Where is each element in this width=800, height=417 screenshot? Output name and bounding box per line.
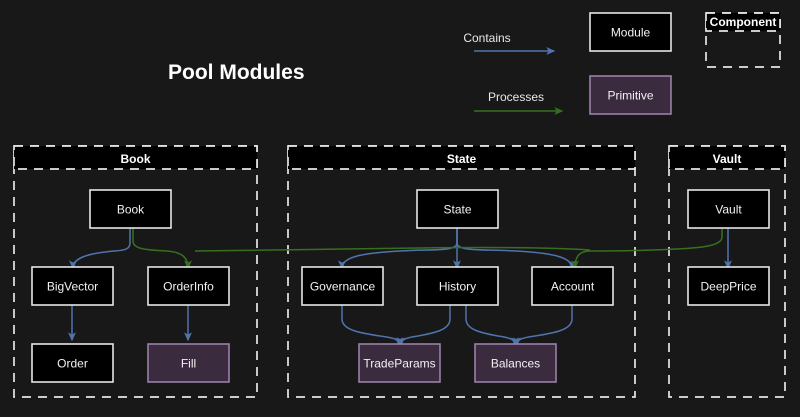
edge-history-balances xyxy=(465,305,519,347)
node-state-box[interactable] xyxy=(416,189,499,229)
group-state-frame xyxy=(287,145,636,398)
legend-contains-label: Contains xyxy=(463,31,510,45)
edge-account-balances xyxy=(513,305,573,347)
node-deepprice[interactable]: DeepPrice xyxy=(687,266,770,306)
node-fill-label: Fill xyxy=(181,357,196,371)
legend-component-header xyxy=(705,12,781,32)
group-state: State xyxy=(287,145,636,398)
node-deepprice-box[interactable] xyxy=(687,266,770,306)
group-vault: Vault xyxy=(668,145,786,398)
node-state[interactable]: State xyxy=(416,189,499,229)
node-account-label: Account xyxy=(551,280,595,294)
node-book-label: Book xyxy=(117,203,145,217)
group-vault-header xyxy=(668,145,786,170)
node-book-box[interactable] xyxy=(89,189,172,229)
node-bigvector-box[interactable] xyxy=(31,266,114,306)
legend-processes: Processes xyxy=(474,90,564,115)
legend-module-box xyxy=(589,12,672,52)
edge-book-bigvector xyxy=(69,228,131,270)
edge-book-orderinfo xyxy=(132,228,192,270)
node-history-label: History xyxy=(439,280,476,294)
node-deepprice-label: DeepPrice xyxy=(700,280,756,294)
node-account-box[interactable] xyxy=(531,266,614,306)
edge-processes-passthrough xyxy=(194,246,591,252)
node-tradeparams-box[interactable] xyxy=(358,343,441,383)
group-vault-frame xyxy=(668,145,786,398)
group-book-frame xyxy=(13,145,258,398)
node-governance-label: Governance xyxy=(310,280,376,294)
node-fill[interactable]: Fill xyxy=(147,343,230,383)
legend-primitive: Primitive xyxy=(589,75,672,115)
node-vault-box[interactable] xyxy=(687,189,770,229)
legend-component-label: Component xyxy=(710,15,777,29)
node-orderinfo-box[interactable] xyxy=(147,266,230,306)
legend-module-label: Module xyxy=(611,26,651,40)
legend-module: Module xyxy=(589,12,672,52)
node-vault[interactable]: Vault xyxy=(687,189,770,229)
node-balances-box[interactable] xyxy=(474,343,557,383)
group-book-title: Book xyxy=(121,152,151,166)
legend-primitive-label: Primitive xyxy=(607,89,653,103)
group-state-title: State xyxy=(447,152,477,166)
legend-component: Component xyxy=(705,12,781,68)
legend-processes-label: Processes xyxy=(488,90,544,104)
node-vault-label: Vault xyxy=(715,203,742,217)
edge-governance-tradeparams xyxy=(341,305,403,347)
node-history[interactable]: History xyxy=(416,266,499,306)
edge-vault-account xyxy=(571,228,723,270)
legend-primitive-box xyxy=(589,75,672,115)
group-book-header xyxy=(13,145,258,170)
node-governance-box[interactable] xyxy=(301,266,384,306)
node-state-label: State xyxy=(443,203,471,217)
node-order-box[interactable] xyxy=(31,343,114,383)
node-order-label: Order xyxy=(57,357,88,371)
node-account[interactable]: Account xyxy=(531,266,614,306)
node-tradeparams-label: TradeParams xyxy=(363,357,435,371)
node-orderinfo-label: OrderInfo xyxy=(163,280,214,294)
page-title: Pool Modules xyxy=(168,61,305,84)
node-orderinfo[interactable]: OrderInfo xyxy=(147,266,230,306)
node-history-box[interactable] xyxy=(416,266,499,306)
node-tradeparams[interactable]: TradeParams xyxy=(358,343,441,383)
node-bigvector[interactable]: BigVector xyxy=(31,266,114,306)
node-fill-box[interactable] xyxy=(147,343,230,383)
group-book: Book xyxy=(13,145,258,398)
node-balances-label: Balances xyxy=(491,357,540,371)
edge-history-tradeparams xyxy=(397,305,451,347)
legend-contains: Contains xyxy=(463,31,556,55)
group-state-header xyxy=(287,145,636,170)
node-governance[interactable]: Governance xyxy=(301,266,384,306)
node-order[interactable]: Order xyxy=(31,343,114,383)
group-vault-title: Vault xyxy=(713,152,742,166)
node-book[interactable]: Book xyxy=(89,189,172,229)
node-bigvector-label: BigVector xyxy=(47,280,98,294)
node-balances[interactable]: Balances xyxy=(474,343,557,383)
